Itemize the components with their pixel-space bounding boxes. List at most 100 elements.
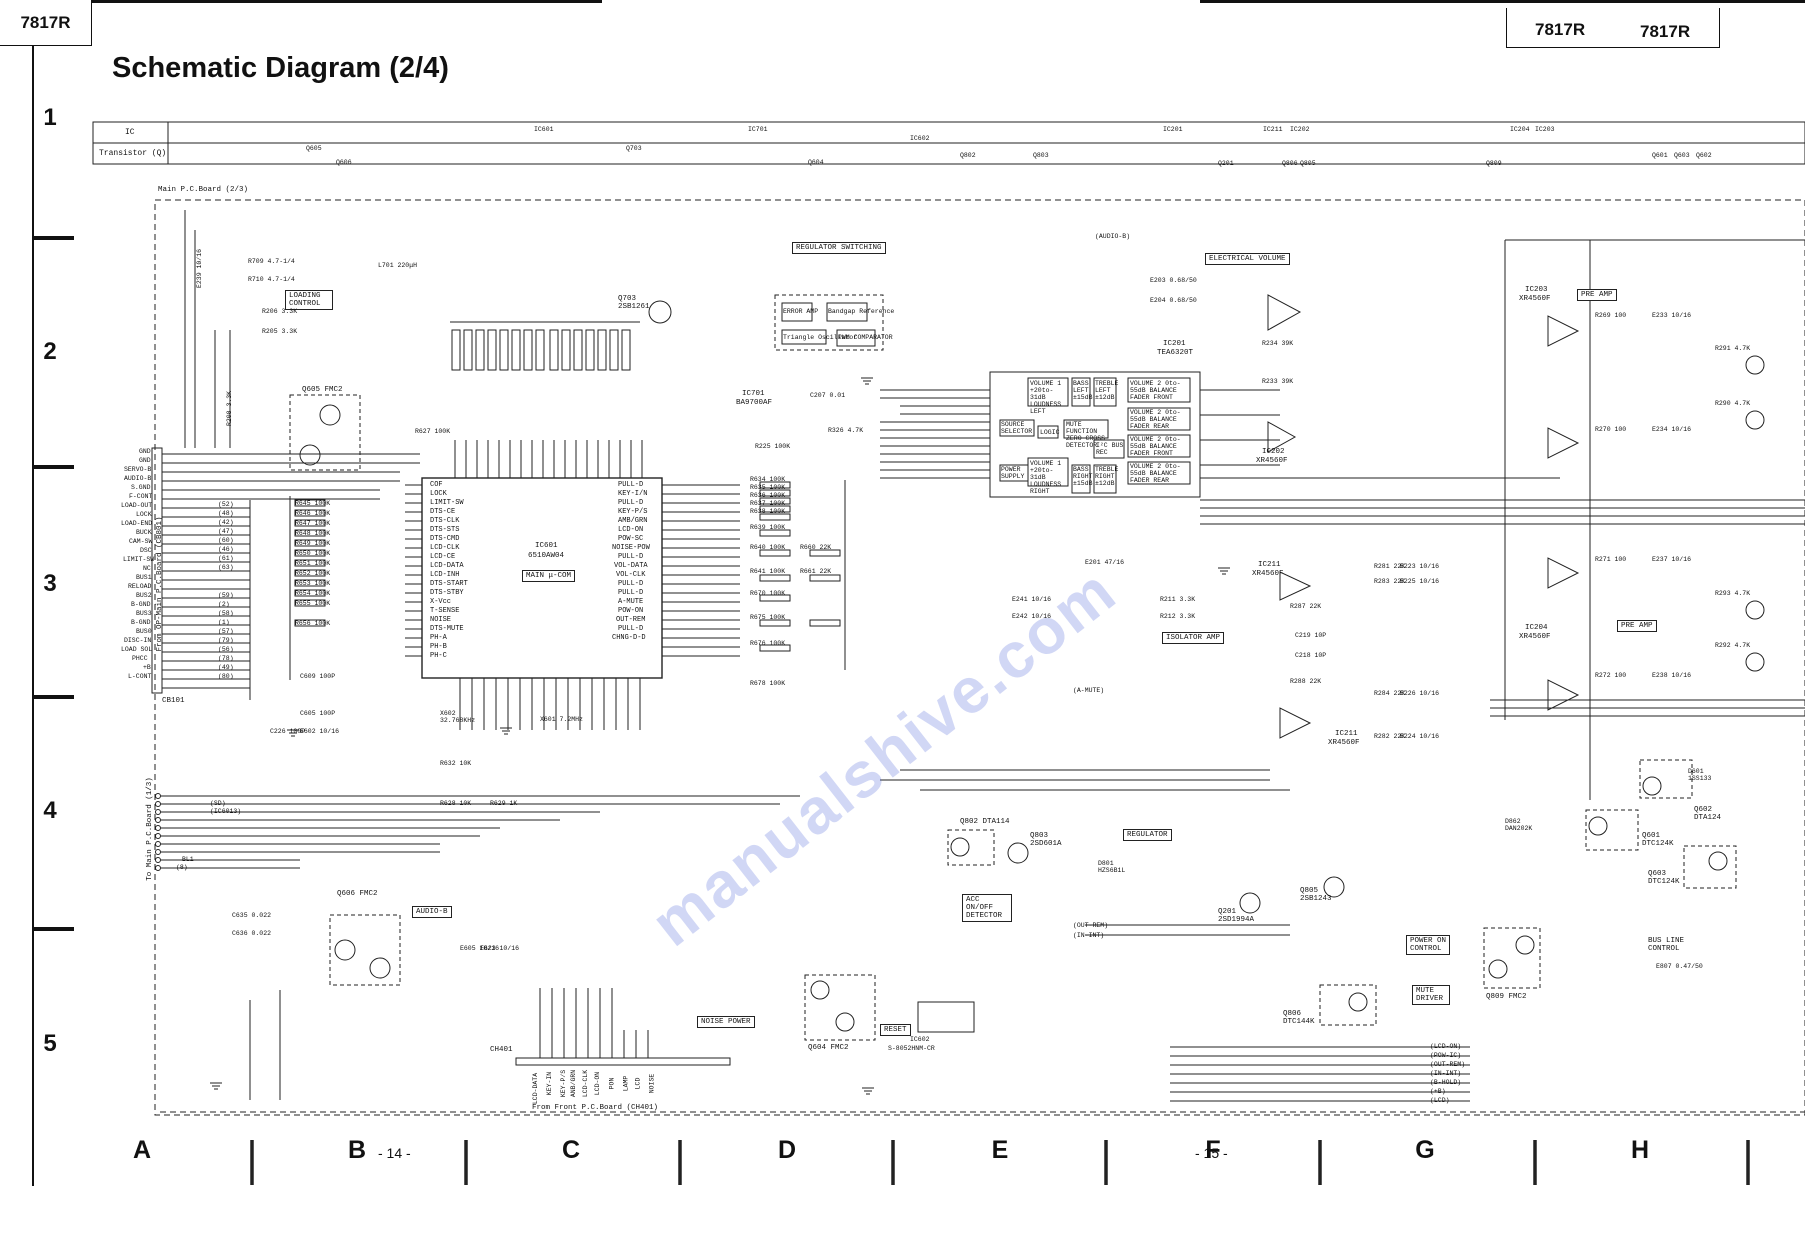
index-ic-ref: IC203: [1535, 126, 1555, 133]
cb101-net: (60): [218, 537, 234, 544]
cb101-pin: BUS1: [136, 574, 152, 581]
part-label: R710 4.7-1/4: [248, 276, 295, 283]
part-label: C207 0.01: [810, 392, 846, 399]
part-label: C636 0.022: [232, 930, 272, 937]
row-marker-3: 3: [43, 570, 57, 597]
part-label: R292 4.7K: [1715, 642, 1751, 649]
q604-label: Q604 FMC2: [808, 1044, 849, 1052]
index-ic-ref: IC602: [910, 135, 930, 142]
col-marker-D: D: [777, 1136, 797, 1164]
ic601-pin-label: DTS-STBY: [430, 589, 464, 597]
ic201-block: I²C BUS REC: [1096, 442, 1124, 456]
cb101-pin: DISC-IN: [124, 637, 152, 644]
part-label: R293 4.7K: [1715, 590, 1751, 597]
cb101-pin: BUS2: [136, 592, 152, 599]
cb101-pin: DSC: [140, 547, 152, 554]
part-label: R281 22K: [1374, 563, 1406, 570]
ic701-block: Bandgap Reference: [828, 308, 895, 315]
part-label: R283 22K: [1374, 578, 1406, 585]
resistor-label: R656 100K: [295, 620, 331, 627]
ic601-pin-label: DTS-MUTE: [430, 625, 464, 633]
ic601-pin-label: T-SENSE: [430, 607, 460, 615]
cb101-net: (79): [218, 637, 234, 644]
ic201-body: [989, 371, 1201, 498]
cb101-net: (80): [218, 673, 234, 680]
ic601-pin-label: PULL-D: [618, 589, 644, 597]
cb101-pin: B-GND: [131, 619, 151, 626]
ic601-pin-label: PULL-D: [618, 481, 644, 489]
part-label: L701 220μH: [378, 262, 418, 269]
index-q-ref: Q703: [626, 145, 642, 152]
row-tick: [32, 465, 74, 469]
part-label: R270 100: [1595, 426, 1627, 433]
cb101-pin: +B: [143, 664, 151, 671]
resistor-label: R641 100K: [750, 568, 786, 575]
part-label: C635 0.022: [232, 912, 272, 919]
ic601-pin-label: PULL-D: [618, 553, 644, 561]
resistor-label: R635 100K: [750, 484, 786, 491]
part-label: R326 4.7K: [828, 427, 864, 434]
cb101-pin: B-GND: [131, 601, 151, 608]
ch401-pin: LCD-ON: [594, 1071, 602, 1096]
cb101-pin: BUS3: [136, 610, 152, 617]
part-label: R269 100: [1595, 312, 1627, 319]
ic202-opamp-bottom: [1267, 421, 1297, 453]
part-label: E241 10/16: [1012, 596, 1052, 603]
q605-label: Q605 FMC2: [302, 386, 343, 394]
part-label: E226 10/16: [1400, 690, 1440, 697]
part-label: E234 10/16: [1652, 426, 1692, 433]
resistor-label: R655 100K: [295, 600, 331, 607]
index-ic-ref: IC204: [1510, 126, 1530, 133]
ic211-part: XR4560F: [1252, 570, 1284, 578]
ic204-function-label: PRE AMP: [1617, 620, 1657, 632]
ic601-body: [421, 477, 663, 679]
part-label: R288 22K: [1290, 678, 1322, 685]
index-q-ref: Q602: [1696, 152, 1712, 159]
resistor-label: R636 100K: [750, 492, 786, 499]
part-label: E203 0.68/50: [1150, 277, 1197, 284]
model-number-right-2: 7817R: [1640, 22, 1691, 41]
net-label: (A-MUTE): [1073, 687, 1105, 694]
part-label: E238 10/16: [1652, 672, 1692, 679]
q606-label: Q606 FMC2: [337, 890, 378, 898]
ic601-pin-label: PULL-D: [618, 625, 644, 633]
row-tick: [32, 927, 74, 931]
ic201-block: VOLUME 1 +20to-31dB LOUDNESS RIGHT: [1030, 460, 1062, 495]
part-label: R709 4.7-1/4: [248, 258, 295, 265]
part-label: R272 100: [1595, 672, 1627, 679]
q809-label: Q809 FMC2: [1486, 993, 1527, 1001]
ic601-pin-label: AMB/GRN: [618, 517, 648, 525]
part-label: C605 100P: [300, 710, 336, 717]
ic211-opamp-bottom: [1279, 707, 1312, 739]
col-marker-B: B: [347, 1136, 367, 1164]
ch401-body: [515, 1057, 731, 1066]
ch401-pin: LCD-DATA: [532, 1072, 540, 1105]
ic201-block: SOURCE SELECTOR: [1001, 421, 1033, 435]
cb101-net: (63): [218, 564, 234, 571]
ch401-pin: NOISE: [648, 1073, 656, 1094]
ic601-pin-label: DTS-CLK: [430, 517, 460, 525]
ic601-pin-label: LCD-DATA: [430, 562, 464, 570]
ic602-ref: IC602: [910, 1036, 930, 1043]
resistor-label: R639 100K: [750, 524, 786, 531]
part-label: C219 10P: [1295, 632, 1327, 639]
board-label: Main P.C.Board (2/3): [158, 186, 249, 194]
resistor-label: R652 100K: [295, 570, 331, 577]
resistor-label: R628 10K: [440, 800, 472, 807]
ic201-part: TEA6320T: [1157, 349, 1194, 357]
cb101-pin: GND: [139, 457, 151, 464]
ic601-pin-label: PH-A: [430, 634, 447, 642]
net-label: (B-HOLD): [1430, 1079, 1462, 1086]
part-label: E239 10/16: [196, 248, 204, 289]
to-main-net: (8): [176, 864, 188, 871]
ic602-function-label: RESET: [880, 1024, 911, 1036]
part-label: R211 3.3K: [1160, 596, 1196, 603]
ic204-opamp-top: [1547, 557, 1580, 589]
ic201-block: VOLUME 2 0to-55dB BALANCE FADER REAR: [1130, 463, 1181, 484]
ic211b-part: XR4560F: [1328, 739, 1360, 747]
ch401-pin: LCD-CLK: [582, 1069, 590, 1098]
